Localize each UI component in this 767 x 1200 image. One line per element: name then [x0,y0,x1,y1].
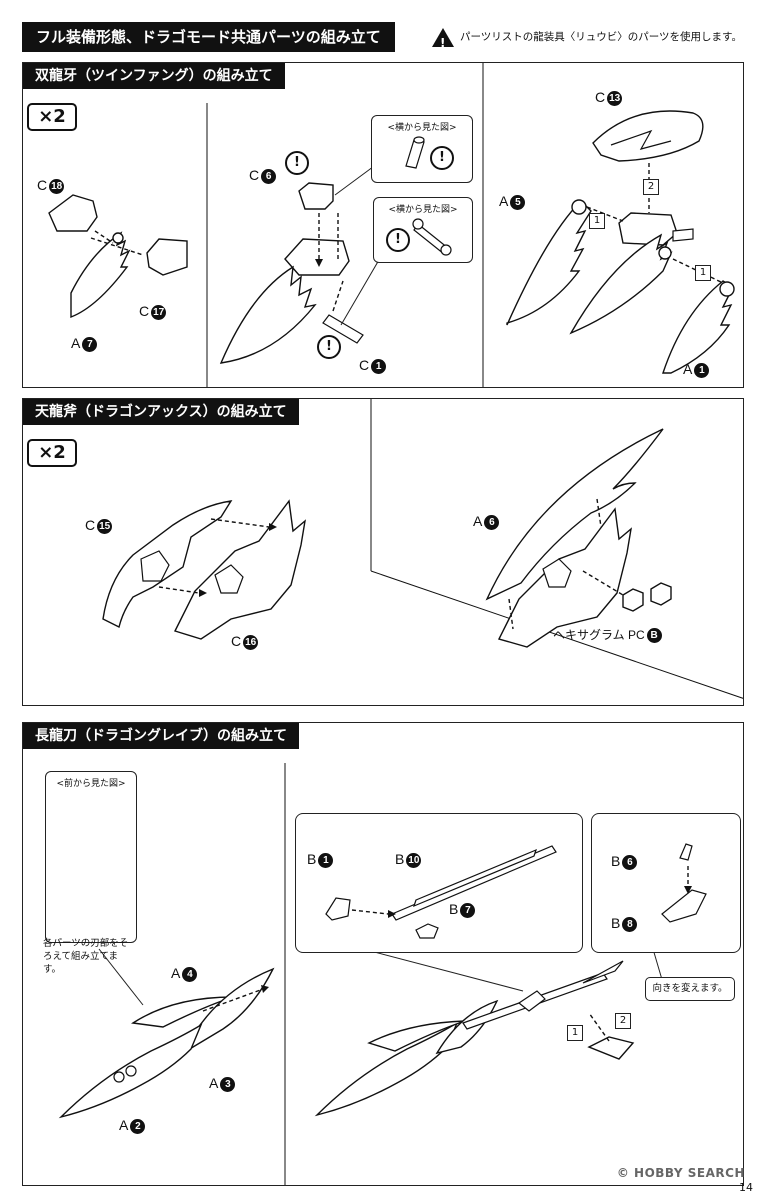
step-marker: 2 [615,1013,631,1029]
inset-grip-callout [591,813,741,953]
caution-icon: ! [430,146,454,170]
page-number: 14 [739,1181,753,1194]
inset-shaft-callout [295,813,583,953]
grip-parts-illustration [661,843,707,923]
section2-illustration [102,399,743,699]
side-view-callout-1: <横から見た図> ! [371,115,473,183]
shaft-parts-illustration [325,845,557,939]
side-view-callout-2: <横から見た図> ! [373,197,473,263]
step-marker: 1 [695,265,711,281]
watermark: © HOBBY SEARCH [616,1166,745,1180]
callout-caption: <前から見た図> [56,779,126,789]
section-twin-fang: 双龍牙（ツインファング）の組み立て ×2 [22,62,744,388]
caution-icon: ! [317,335,341,359]
warning-text: パーツリストの龍装具〈リュウビ〉のパーツを使用します。 [459,31,742,43]
arm-side-view [412,218,452,256]
step-marker: 2 [643,179,659,195]
section-title: 双龍牙（ツインファング）の組み立て [23,63,285,89]
warning-icon: ! [431,27,454,50]
warning-notice: ! パーツリストの龍装具〈リュウビ〉のパーツを使用します。 [431,26,742,50]
section1-illustration [48,63,735,387]
pin-side-view [405,136,425,169]
caution-icon: ! [386,228,410,252]
callout-caption: <横から見た図> [387,123,457,133]
front-view-callout: <前から見た図> [45,771,137,943]
step-marker: 1 [589,213,605,229]
quantity-badge: ×2 [27,439,77,467]
section-dragon-glaive: 長龍刀（ドラゴングレイブ）の組み立て <前から見た図> 各パーツの刃部をそろえて… [22,722,744,1186]
turn-note: 向きを変えます。 [645,977,735,1001]
assembly-note: 各パーツの刃部をそろえて組み立てます。 [43,938,129,975]
caution-icon: ! [285,151,309,175]
section-title: 長龍刀（ドラゴングレイブ）の組み立て [23,723,299,749]
section-title: 天龍斧（ドラゴンアックス）の組み立て [23,399,299,425]
step-marker: 1 [567,1025,583,1041]
page-title: フル装備形態、ドラゴモード共通パーツの組み立て [22,22,395,52]
page-header: フル装備形態、ドラゴモード共通パーツの組み立て ! パーツリストの龍装具〈リュウ… [22,22,744,52]
quantity-badge: ×2 [27,103,77,131]
callout-caption: <横から見た図> [388,205,458,215]
